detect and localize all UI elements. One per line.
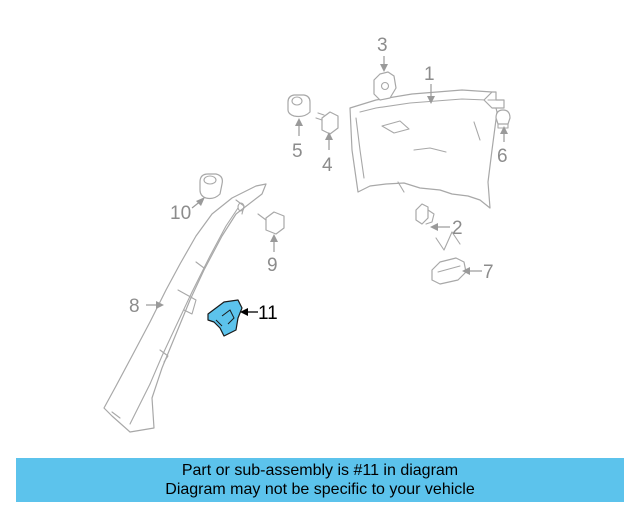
banner-line-part-number: Part or sub-assembly is #11 in diagram: [181, 462, 459, 479]
info-banner: Part or sub-assembly is #11 in diagram D…: [16, 458, 624, 502]
part-4-bolt: [315, 111, 339, 135]
part-8-pillar-trim: [103, 183, 267, 433]
callout-9: 9: [267, 234, 278, 276]
part-10-grommet: [199, 173, 223, 200]
callout-7: 7: [462, 262, 494, 283]
callout-number: 9: [267, 255, 278, 276]
callout-number: 3: [377, 35, 388, 56]
callout-number: 7: [483, 262, 494, 283]
callout-number: 6: [497, 146, 508, 167]
part-11-bracket-highlighted: [207, 299, 243, 337]
callout-3: 3: [377, 35, 388, 72]
callout-number: 2: [452, 218, 463, 239]
callout-number: 8: [129, 296, 140, 317]
callout-6: 6: [497, 126, 508, 167]
callout-number: 4: [322, 155, 333, 176]
part-7-retainer: [431, 231, 467, 285]
part-1-quarter-trim-panel: [349, 89, 505, 209]
callout-number-highlighted: 11: [258, 303, 278, 324]
callout-number: 1: [424, 64, 435, 85]
part-6-push-pin: [495, 109, 511, 129]
callout-5: 5: [292, 118, 303, 162]
callout-number: 5: [292, 141, 303, 162]
callout-11: 11: [240, 303, 278, 324]
part-3-clip: [373, 71, 397, 101]
part-9-bolt: [257, 211, 285, 235]
callout-1: 1: [424, 64, 435, 104]
parts-diagram: 1 3 5 4 6 2 7 10: [103, 35, 511, 433]
part-5-grommet: [287, 94, 311, 118]
callout-10: 10: [170, 197, 205, 224]
banner-line-disclaimer: Diagram may not be specific to your vehi…: [165, 481, 475, 498]
callout-2: 2: [430, 218, 463, 239]
callout-4: 4: [322, 132, 333, 176]
part-2-bolt: [415, 203, 435, 225]
callout-8: 8: [129, 296, 164, 317]
callout-number: 10: [170, 203, 191, 224]
